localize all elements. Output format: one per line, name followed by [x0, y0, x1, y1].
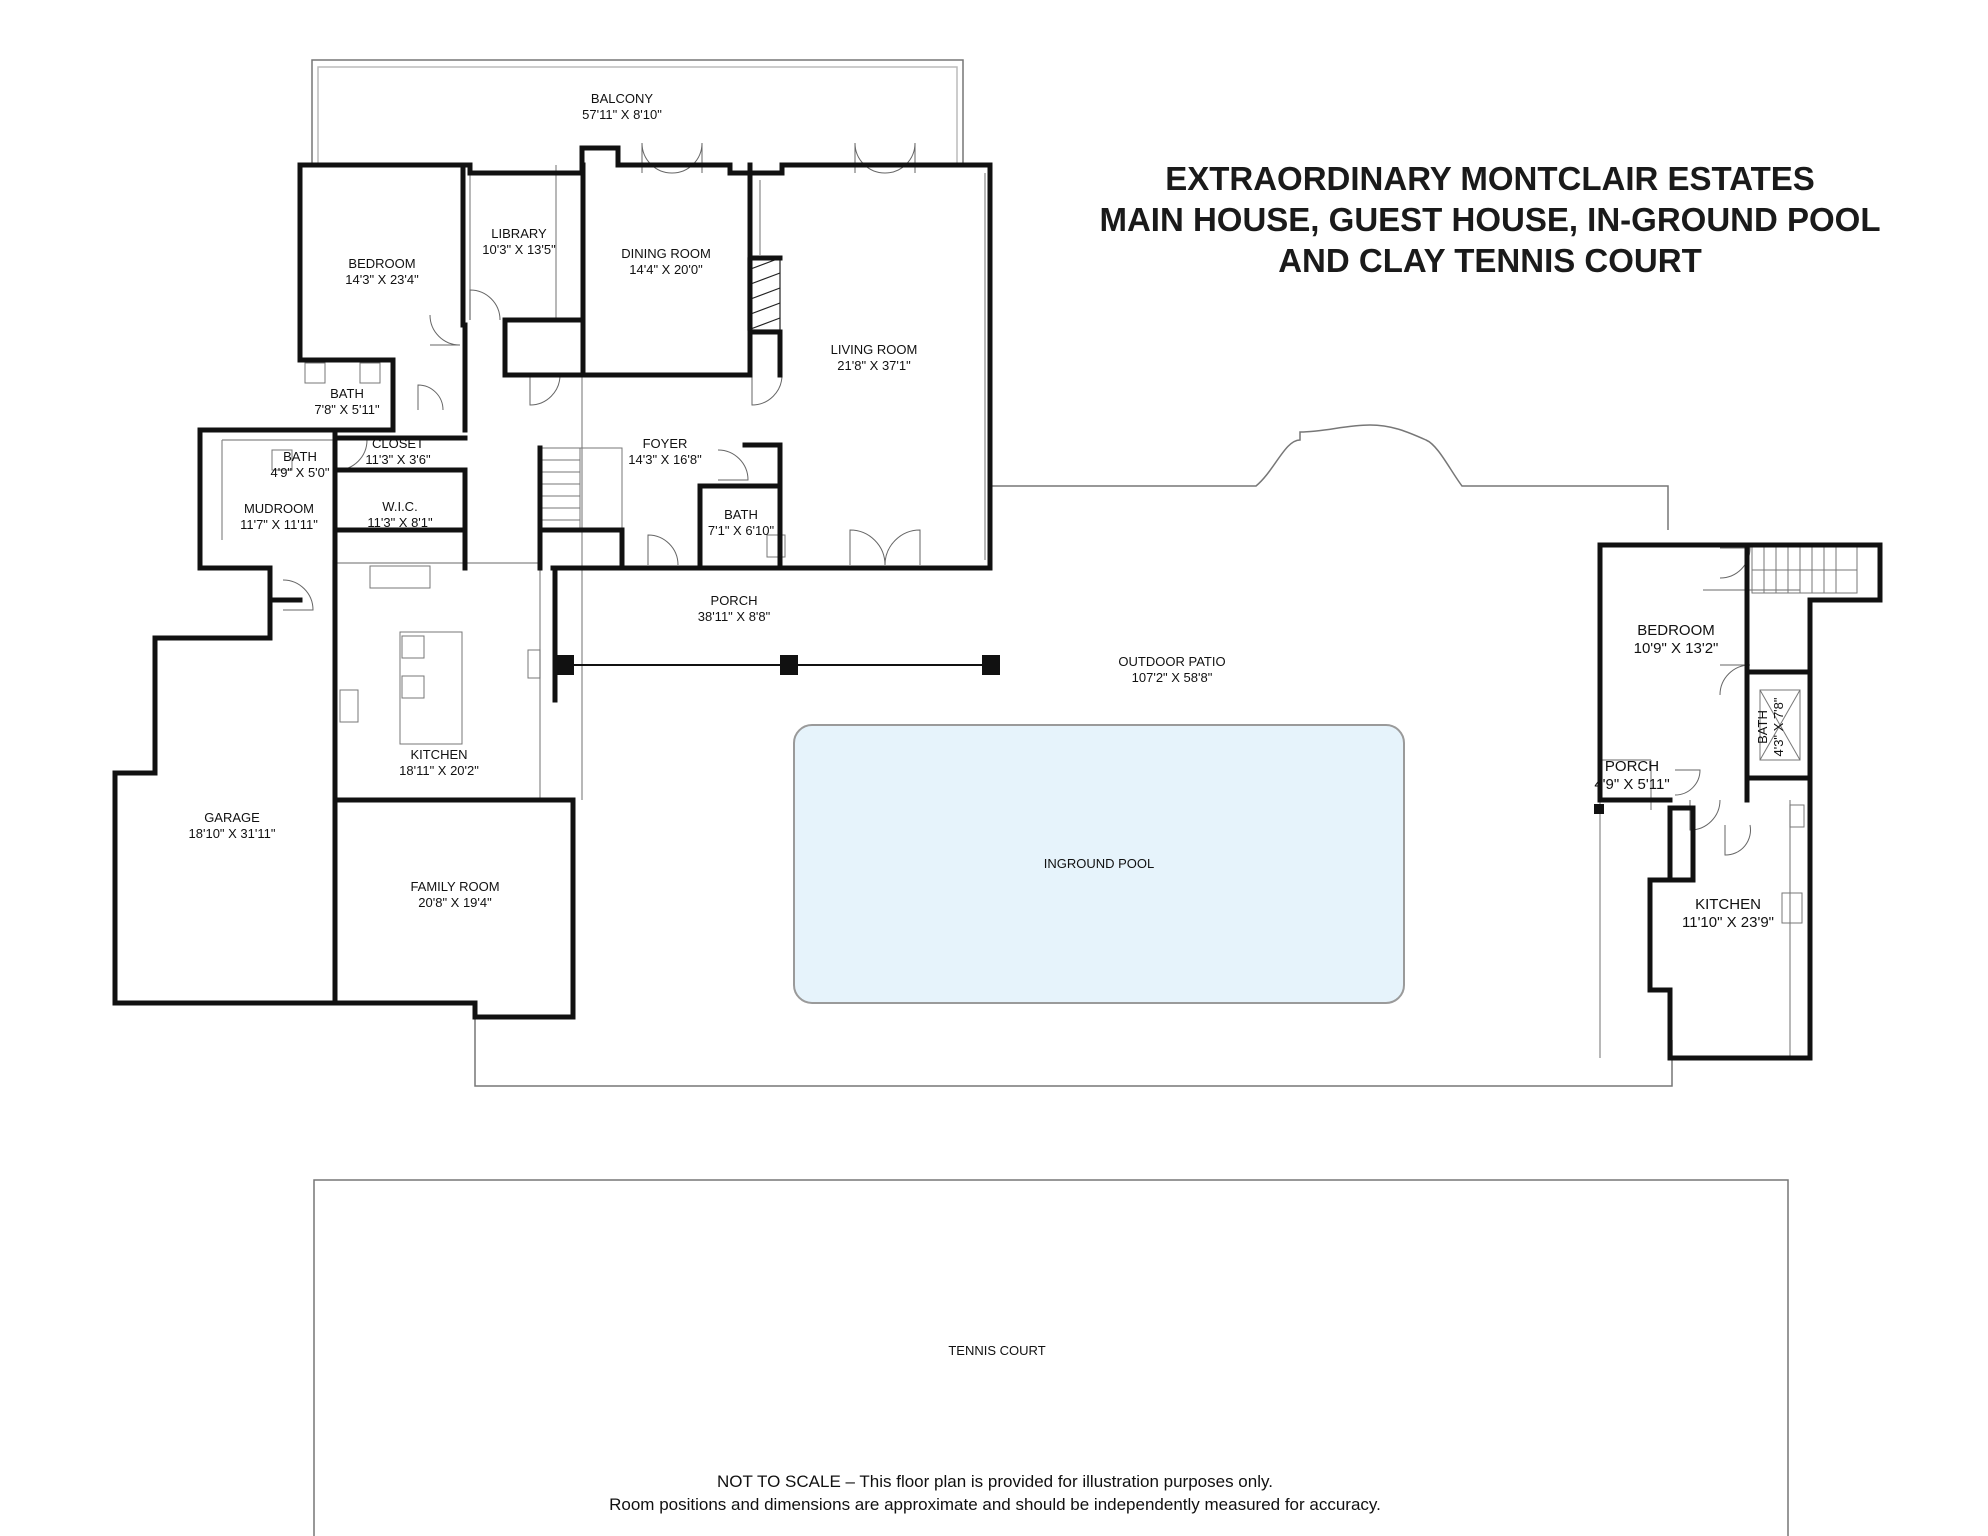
pool [793, 724, 1405, 1004]
disclaimer-line-1: NOT TO SCALE – This floor plan is provid… [717, 1472, 1273, 1491]
main-house-walls [297, 145, 993, 571]
fireplace [747, 257, 781, 331]
room-label-inground-pool: INGROUND POOL [1043, 856, 1155, 871]
garage-walls [112, 567, 338, 1006]
tennis-court-outline [313, 1179, 1789, 1536]
room-label-wic: W.I.C.11'3" X 8'1" [367, 499, 433, 530]
disclaimer-line-2: Room positions and dimensions are approx… [609, 1495, 1381, 1514]
title-line-2: MAIN HOUSE, GUEST HOUSE, IN-GROUND POOL [1099, 201, 1881, 238]
disclaimer: NOT TO SCALE – This floor plan is provid… [420, 1470, 1570, 1516]
kitchen-island [399, 631, 463, 745]
plan-title: EXTRAORDINARY MONTCLAIR ESTATES MAIN HOU… [1085, 158, 1895, 281]
balcony-rail [317, 66, 958, 165]
outdoor-patio-outline [992, 424, 1669, 530]
patio-bottom-edge [474, 1017, 1673, 1087]
title-line-3: AND CLAY TENNIS COURT [1278, 242, 1702, 279]
guest-house-walls [1597, 542, 1883, 1061]
title-line-1: EXTRAORDINARY MONTCLAIR ESTATES [1165, 160, 1815, 197]
room-label-tennis-court: TENNIS COURT [948, 1343, 1046, 1358]
balcony-outline [311, 59, 964, 165]
